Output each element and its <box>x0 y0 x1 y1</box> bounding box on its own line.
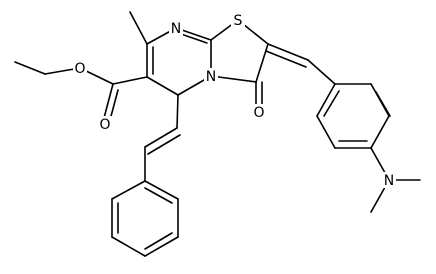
atom-labels: N S N O O O N <box>73 12 396 189</box>
bond <box>265 50 307 68</box>
bond <box>267 43 309 61</box>
atom-o-ester-carbonyl: O <box>98 116 112 133</box>
bond <box>112 76 148 85</box>
bond <box>111 180 146 200</box>
bond <box>316 115 336 149</box>
bond <box>180 33 208 44</box>
atom-label: O <box>74 61 85 77</box>
bond <box>144 180 179 200</box>
bond <box>316 83 336 117</box>
bond-lines <box>14 11 421 257</box>
atom-label: O <box>253 105 264 121</box>
bond <box>103 83 114 119</box>
atom-s-thiazole: S <box>231 12 245 29</box>
atom-o-ester-ether: O <box>73 60 87 77</box>
atom-n-pyrimidine: N <box>169 20 183 37</box>
bond <box>176 94 179 129</box>
bond <box>210 75 257 83</box>
atom-label: N <box>206 69 216 85</box>
bond <box>307 59 336 85</box>
bond <box>147 134 181 155</box>
bond <box>144 236 179 257</box>
bond <box>375 91 391 117</box>
bond <box>14 61 46 75</box>
bond <box>144 187 173 204</box>
atom-label: O <box>99 117 110 133</box>
bond <box>146 76 179 96</box>
bond <box>109 89 119 121</box>
bond <box>111 236 146 257</box>
atom-label: N <box>384 173 394 189</box>
bond <box>370 115 390 149</box>
bond <box>255 43 269 83</box>
bond <box>144 232 173 250</box>
bond <box>129 11 148 45</box>
bond <box>323 90 340 117</box>
atom-n-bridgehead: N <box>204 68 218 85</box>
atom-o-carbonyl: O <box>252 104 266 121</box>
atom-label: N <box>171 21 181 37</box>
bond <box>144 127 178 148</box>
atom-n-dimethylamino: N <box>382 172 396 189</box>
atom-label: S <box>234 13 243 29</box>
